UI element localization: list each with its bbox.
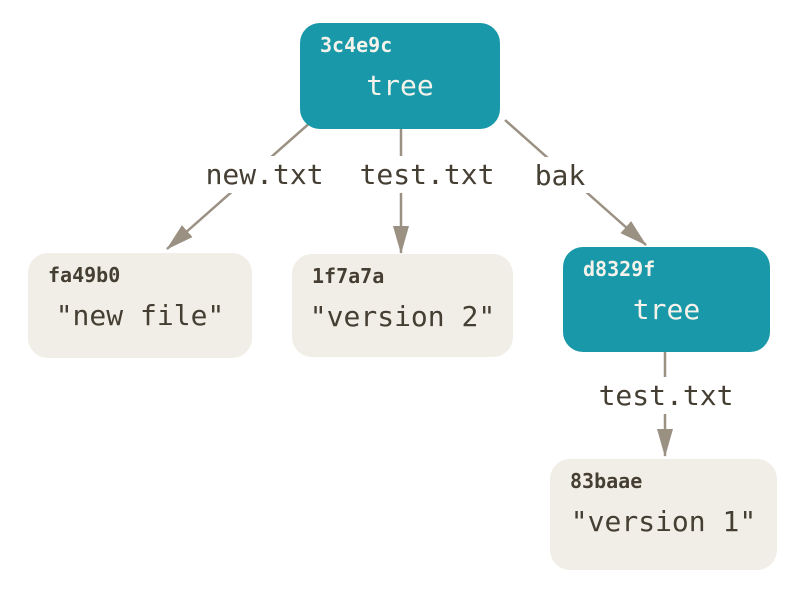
node-tree-3c4e9c: 3c4e9c tree: [300, 23, 500, 129]
node-content-label: "version 2": [309, 300, 496, 333]
node-blob-fa49b0: fa49b0 "new file": [28, 253, 252, 358]
edge-label-newtxt-testtxt: new.txt test.txt: [188, 156, 512, 193]
edge-label-test-txt: test.txt: [359, 158, 495, 191]
edge-label-new-txt: new.txt: [205, 158, 324, 191]
node-hash: 3c4e9c: [320, 33, 393, 57]
edge-label-test-txt-2: test.txt: [556, 377, 776, 414]
node-type-label: tree: [366, 69, 434, 102]
node-tree-d8329f: d8329f tree: [563, 247, 770, 352]
node-type-label: tree: [632, 293, 701, 326]
edge-label-bak: bak: [520, 157, 600, 193]
node-hash: 83baae: [570, 469, 643, 493]
node-hash: 1f7a7a: [312, 264, 385, 288]
node-blob-83baae: 83baae "version 1": [550, 459, 777, 570]
node-content-label: "version 1": [570, 505, 757, 538]
node-hash: d8329f: [583, 257, 656, 281]
node-hash: fa49b0: [48, 263, 121, 287]
edge-label-test-txt-2-text: test.txt: [598, 379, 734, 412]
node-blob-1f7a7a: 1f7a7a "version 2": [292, 254, 513, 357]
edge-label-bak-text: bak: [534, 158, 586, 192]
node-content-label: "new file": [55, 299, 225, 332]
